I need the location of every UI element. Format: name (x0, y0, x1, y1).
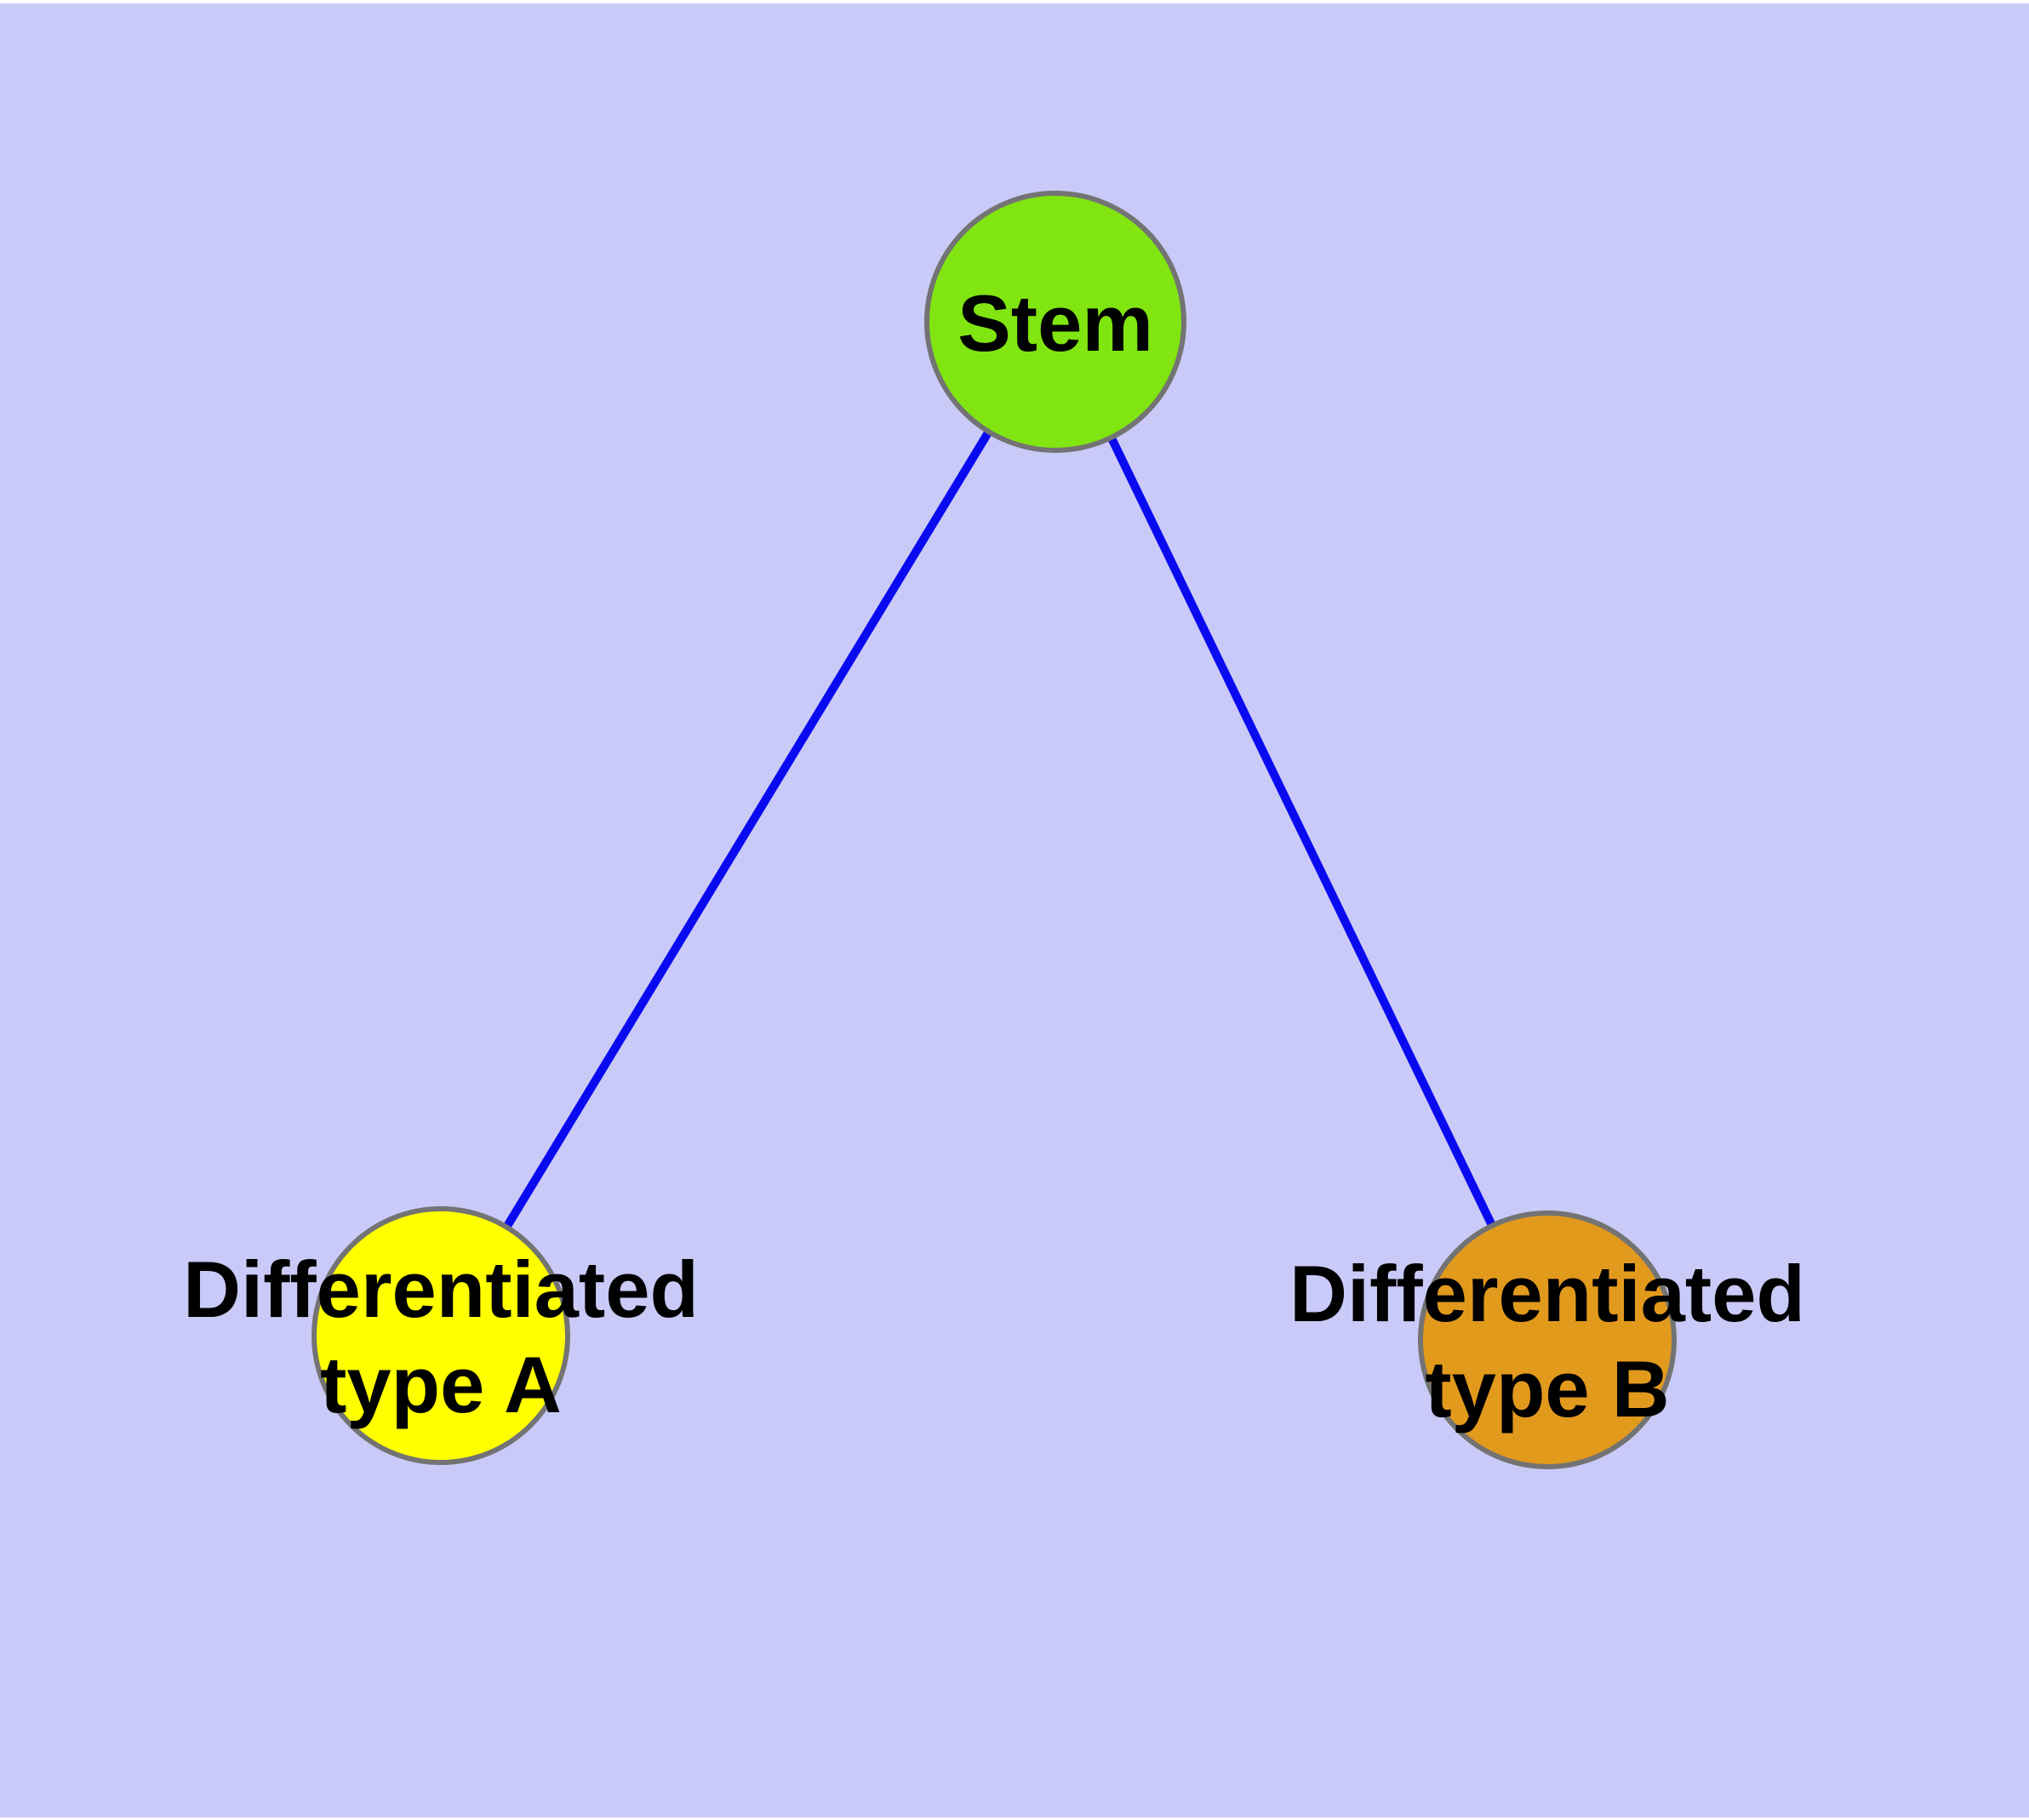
edge-stem-to-differentiated-type-b (1051, 319, 1552, 1342)
node-differentiated-type-a-circle (311, 1206, 570, 1465)
node-stem: Stem (924, 191, 1186, 453)
node-stem-label-line-1: Stem (957, 278, 1153, 368)
node-differentiated-type-b-label-line-1: Differentiated (1289, 1249, 1805, 1338)
node-stem-circle (924, 191, 1186, 453)
edge-stem-to-differentiated-type-a (437, 319, 1060, 1338)
node-differentiated-type-a-label-line-1: Differentiated (183, 1245, 699, 1334)
node-differentiated-type-a-label-line-2: type A (320, 1340, 562, 1429)
node-differentiated-type-b-label-line-2: type B (1425, 1344, 1669, 1434)
node-differentiated-type-b-circle (1418, 1210, 1677, 1469)
